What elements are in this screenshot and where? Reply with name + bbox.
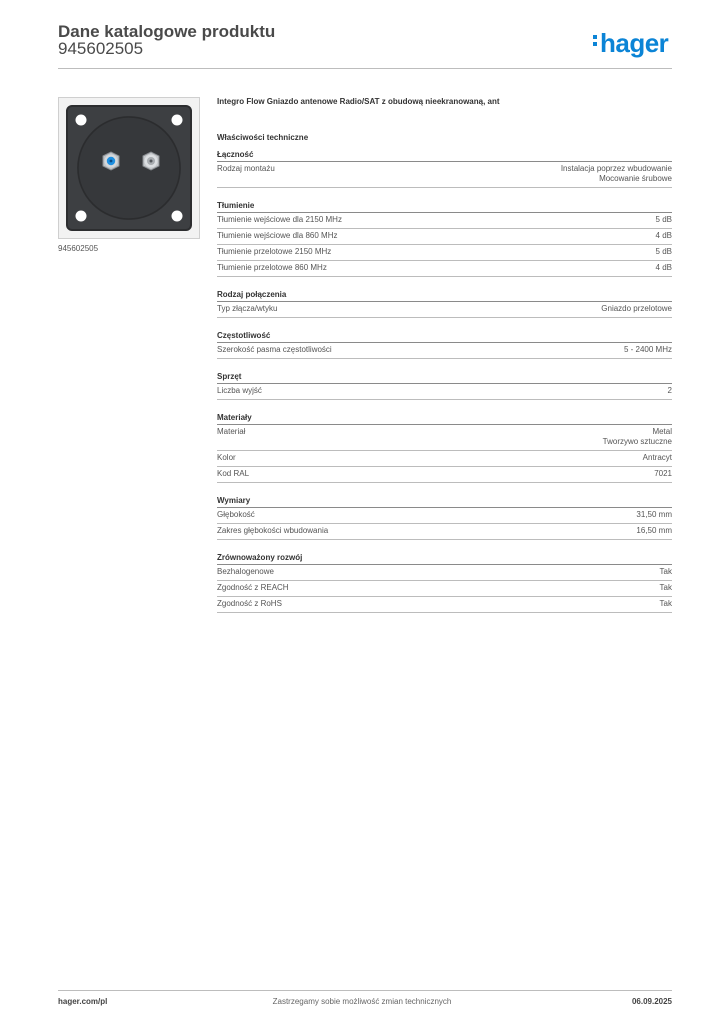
spec-row: Zakres głębokości wbudowania 16,50 mm	[217, 524, 672, 540]
product-title: Integro Flow Gniazdo antenowe Radio/SAT …	[217, 97, 500, 106]
photo-caption: 945602505	[58, 244, 99, 253]
spec-value: Tak	[660, 583, 672, 593]
spec-label: Szerokość pasma częstotliwości	[217, 345, 332, 354]
spec-value-line: 5 dB	[655, 215, 672, 224]
product-number: 945602505	[58, 39, 144, 58]
spec-group-title: Materiały	[217, 413, 672, 425]
spec-value-line: 5 dB	[655, 247, 672, 256]
spec-row: Tłumienie wejściowe dla 2150 MHz 5 dB	[217, 213, 672, 229]
spec-value-line: Instalacja poprzez wbudowanie	[560, 164, 672, 173]
spec-group-title: Zrównoważony rozwój	[217, 553, 672, 565]
spec-row: Typ złącza/wtyku Gniazdo przelotowe	[217, 302, 672, 318]
section-title: Właściwości techniczne	[217, 133, 309, 142]
spec-row: Tłumienie przelotowe 2150 MHz 5 dB	[217, 245, 672, 261]
spec-label: Liczba wyjść	[217, 386, 262, 395]
product-photo	[58, 97, 200, 239]
spec-group-title: Wymiary	[217, 496, 672, 508]
spec-value-line: 7021	[654, 469, 672, 478]
spec-value: 16,50 mm	[636, 526, 672, 536]
spec-value: Gniazdo przelotowe	[601, 304, 672, 314]
antenna-socket-image	[59, 98, 199, 238]
spec-value: 7021	[654, 469, 672, 479]
spec-group-title: Łączność	[217, 150, 672, 162]
spec-row: Kolor Antracyt	[217, 451, 672, 467]
spec-value-line: 31,50 mm	[636, 510, 672, 519]
spec-value-line: 4 dB	[655, 231, 672, 240]
spec-row: Zgodność z RoHS Tak	[217, 597, 672, 613]
spec-label: Kod RAL	[217, 469, 250, 478]
spec-value-line: Antracyt	[642, 453, 672, 462]
header-divider	[58, 68, 672, 69]
spec-value: 4 dB	[656, 263, 672, 273]
spec-value: 5 - 2400 MHz	[624, 345, 672, 355]
spec-group-title: Tłumienie	[217, 201, 672, 213]
footer-divider	[58, 990, 672, 991]
spec-group-title: Rodzaj połączenia	[217, 290, 672, 302]
spec-label: Typ złącza/wtyku	[217, 304, 278, 313]
spec-value-line: 4 dB	[655, 263, 672, 272]
spec-label: Tłumienie przelotowe 2150 MHz	[217, 247, 332, 256]
spec-value-line: 16,50 mm	[636, 526, 672, 535]
footer-website-link[interactable]: hager.com/pl	[58, 997, 108, 1006]
spec-label: Tłumienie przelotowe 860 MHz	[217, 263, 327, 272]
spec-group-title: Sprzęt	[217, 372, 672, 384]
spec-label: Kolor	[217, 453, 236, 462]
spec-value: Tak	[660, 567, 672, 577]
spec-value-line: Metal	[652, 427, 672, 436]
hager-logo[interactable]: hager	[593, 28, 669, 59]
spec-label: Rodzaj montażu	[217, 164, 275, 173]
footer-date: 06.09.2025	[631, 997, 672, 1006]
spec-label: Bezhalogenowe	[217, 567, 274, 576]
spec-row: Bezhalogenowe Tak	[217, 565, 672, 581]
spec-value: 4 dB	[656, 231, 672, 241]
spec-value: 2	[668, 386, 672, 396]
spec-label: Zgodność z RoHS	[217, 599, 282, 608]
spec-row: Liczba wyjść 2	[217, 384, 672, 400]
spec-label: Zgodność z REACH	[217, 583, 289, 592]
spec-label: Głębokość	[217, 510, 255, 519]
spec-value: 5 dB	[656, 247, 672, 257]
spec-row: Rodzaj montażu Instalacja poprzez wbudowa…	[217, 162, 672, 188]
spec-row: Tłumienie przelotowe 860 MHz 4 dB	[217, 261, 672, 277]
spec-label: Materiał	[217, 427, 246, 436]
spec-value-line: Mocowanie śrubowe	[599, 174, 672, 183]
spec-row: Zgodność z REACH Tak	[217, 581, 672, 597]
spec-row: Kod RAL 7021	[217, 467, 672, 483]
spec-value-line: Tworzywo sztuczne	[602, 437, 672, 446]
spec-label: Tłumienie wejściowe dla 2150 MHz	[217, 215, 342, 224]
spec-value: 5 dB	[656, 215, 672, 225]
spec-row: Tłumienie wejściowe dla 860 MHz 4 dB	[217, 229, 672, 245]
spec-row: Głębokość 31,50 mm	[217, 508, 672, 524]
spec-value-line: Gniazdo przelotowe	[601, 304, 672, 313]
page-title: Dane katalogowe produktu	[58, 22, 276, 41]
footer-disclaimer: Zastrzegamy sobie możliwość zmian techni…	[272, 997, 452, 1006]
spec-value-line: Tak	[659, 567, 672, 576]
spec-value-line: Tak	[659, 599, 672, 608]
spec-value-line: Tak	[659, 583, 672, 592]
spec-row: Szerokość pasma częstotliwości 5 - 2400 M…	[217, 343, 672, 359]
spec-value-line: 2	[667, 386, 672, 395]
logo-text: hager	[600, 28, 669, 58]
spec-value: Tak	[660, 599, 672, 609]
spec-label: Tłumienie wejściowe dla 860 MHz	[217, 231, 338, 240]
spec-value: Antracyt	[643, 453, 672, 463]
product-details: Integro Flow Gniazdo antenowe Radio/SAT …	[217, 97, 672, 613]
logo-dots-icon	[593, 32, 598, 49]
spec-label: Zakres głębokości wbudowania	[217, 526, 329, 535]
spec-value-line: 5 - 2400 MHz	[623, 345, 672, 354]
spec-group-title: Częstotliwość	[217, 331, 672, 343]
spec-value: 31,50 mm	[636, 510, 672, 520]
